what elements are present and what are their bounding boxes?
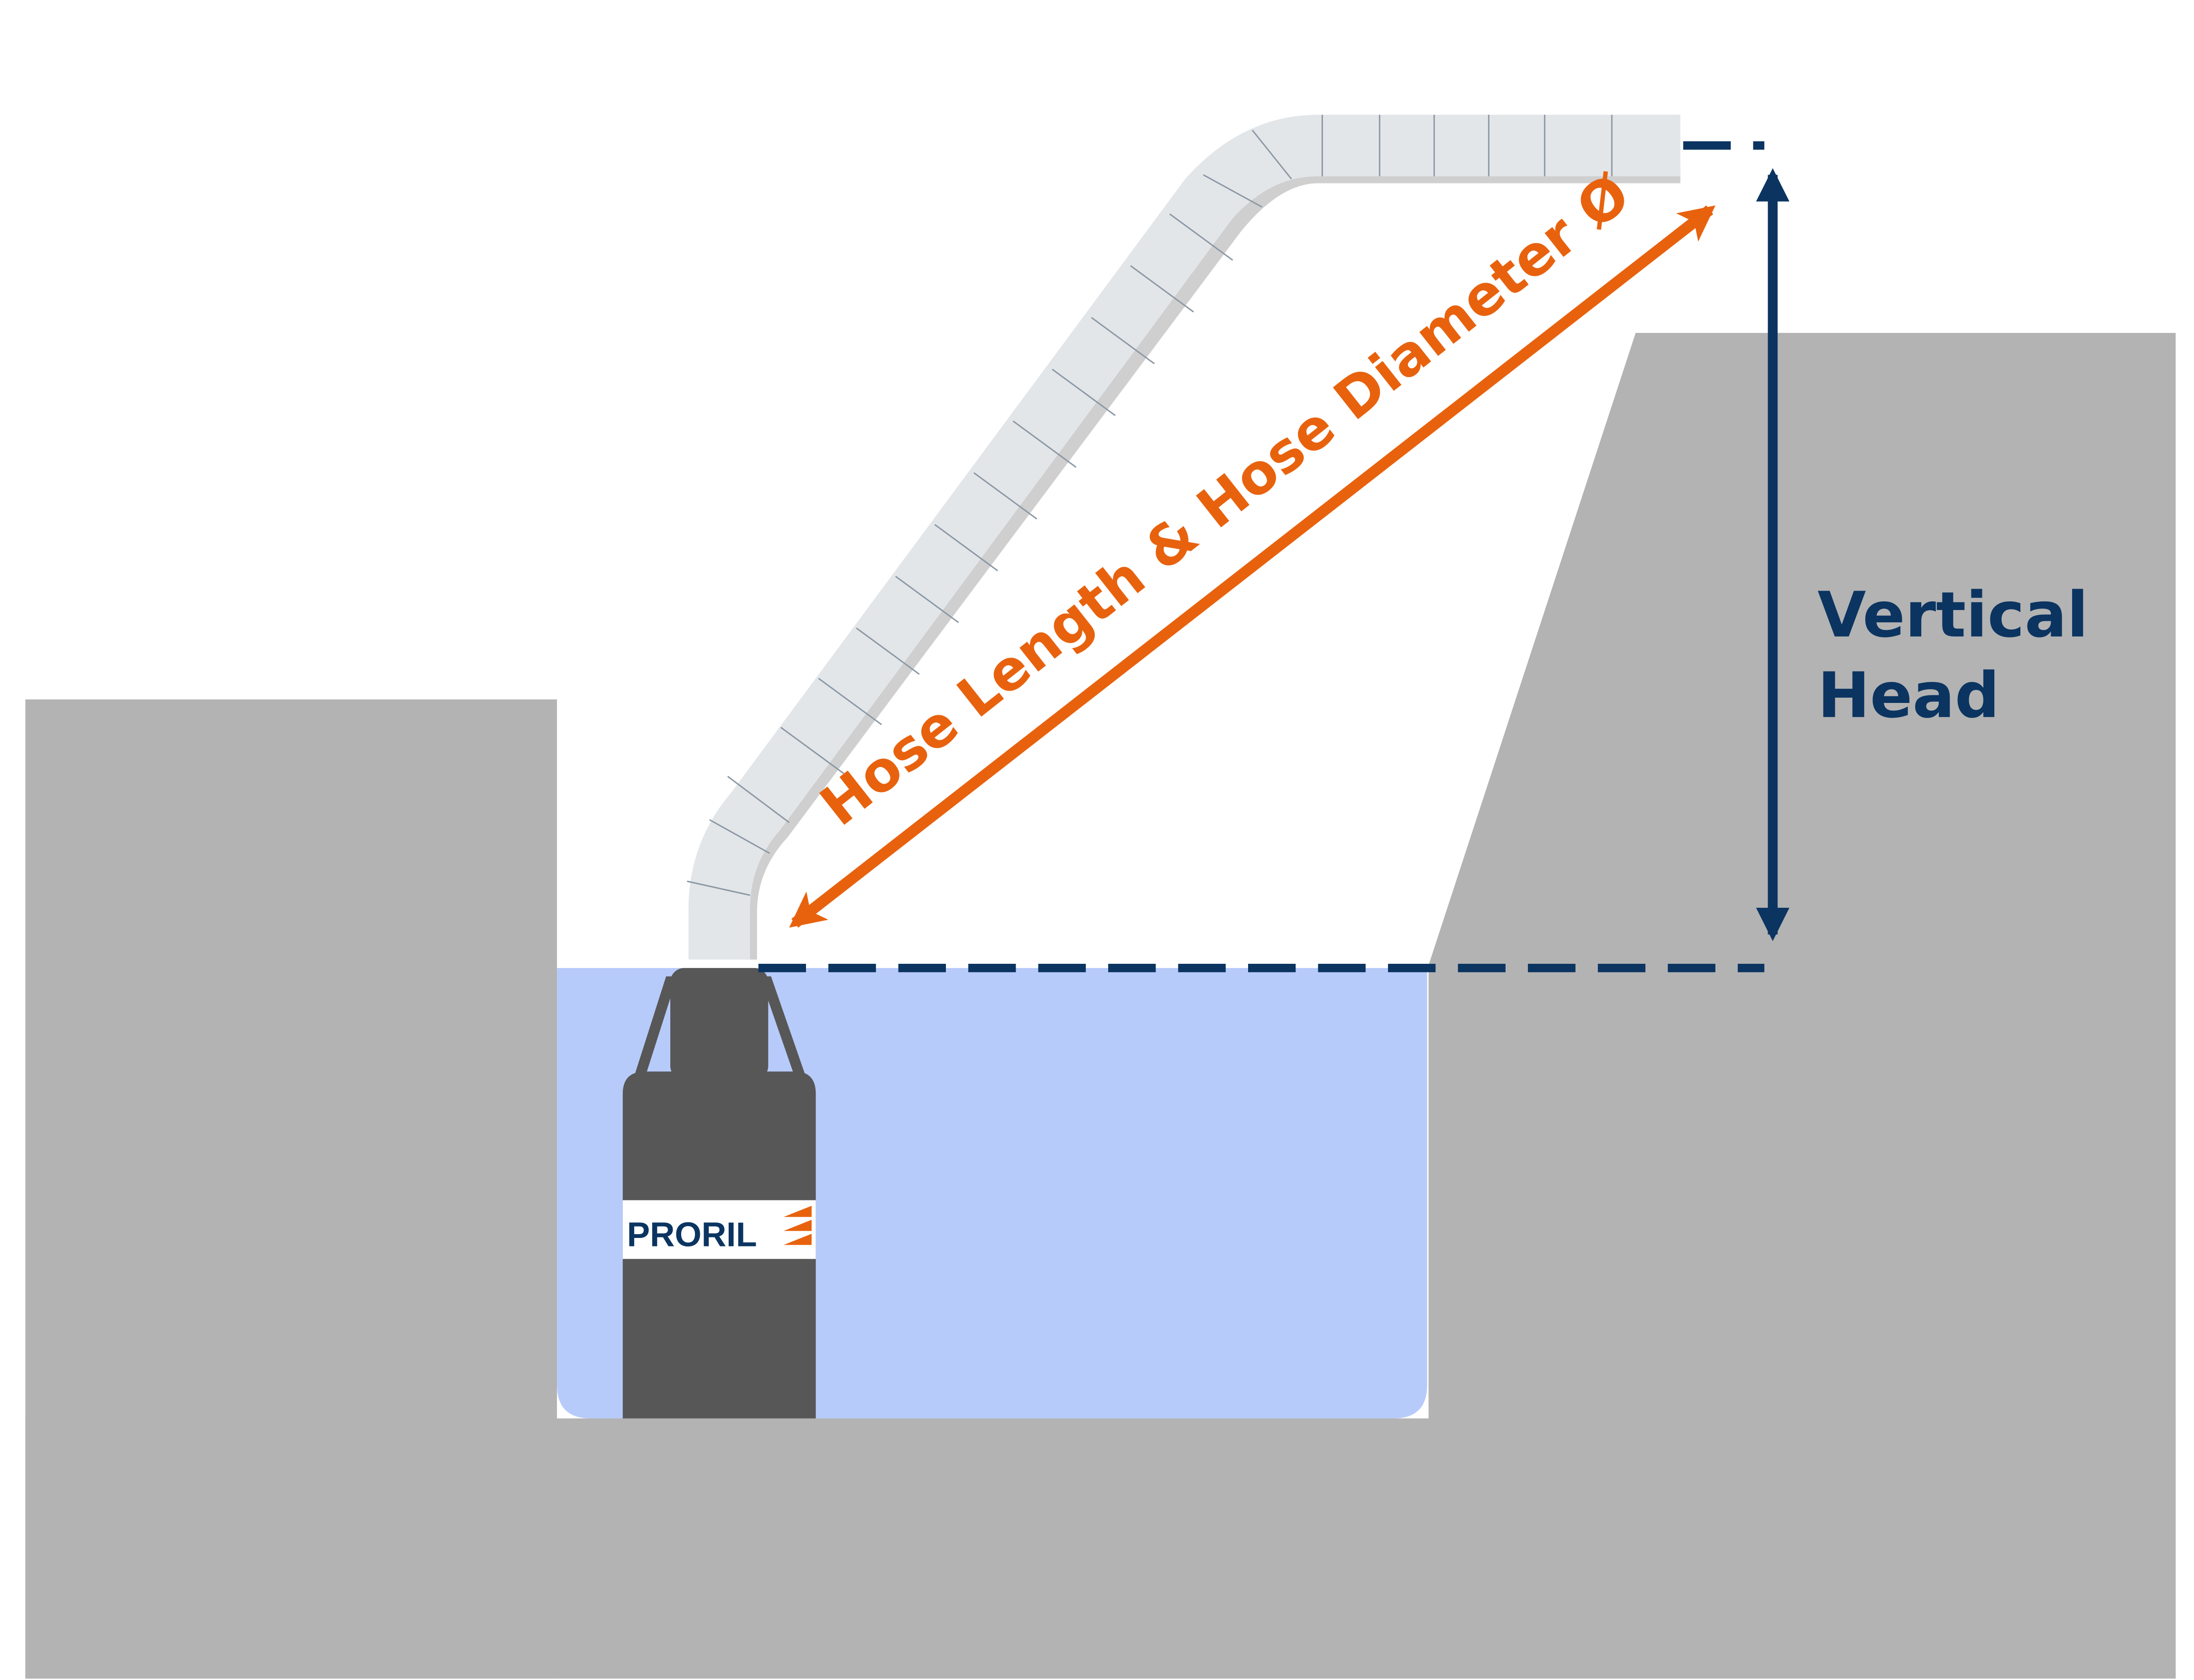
pump-handle-left [634, 976, 677, 1077]
submersible-pump-icon: PRORIL [622, 968, 816, 1419]
pump-neck [670, 968, 768, 1080]
pump-handle-right [759, 976, 806, 1077]
proril-logo-icon [783, 1206, 812, 1245]
brand-name: PRORIL [627, 1216, 757, 1254]
pump-label-band [622, 1200, 816, 1259]
vertical-head-label: Vertical Head [1817, 579, 2110, 732]
hose [688, 114, 1681, 960]
ground-base [25, 1418, 2176, 1679]
vertical-head-label-line2: Head [1817, 659, 2000, 732]
hose-length-arrow [789, 205, 1716, 928]
vertical-head-label-line1: Vertical [1817, 579, 2088, 652]
